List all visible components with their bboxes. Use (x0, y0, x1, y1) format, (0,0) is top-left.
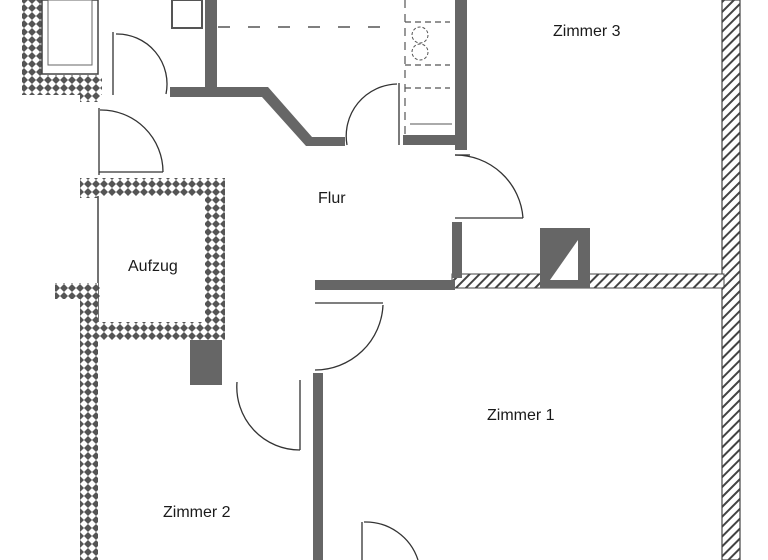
room-label-zimmer2: Zimmer 2 (163, 504, 231, 521)
door-kitchen (345, 83, 400, 146)
zimmer1-left-wall (313, 373, 323, 560)
kitchen-walls (170, 0, 467, 150)
bathroom-walls (22, 0, 102, 102)
door-bathroom (112, 32, 168, 95)
door-zimmer1 (314, 302, 384, 371)
room-label-aufzug: Aufzug (128, 258, 178, 275)
room-label-zimmer3: Zimmer 3 (553, 23, 621, 40)
door-lower-left (98, 108, 164, 175)
elevator-walls (55, 178, 225, 340)
wall-zimmer3-zimmer1 (315, 222, 725, 290)
door-bottom (361, 521, 419, 560)
door-zimmer3 (454, 154, 524, 219)
zimmer3-exterior-wall (721, 0, 741, 560)
door-zimmer2 (236, 380, 301, 451)
shaft (190, 340, 222, 385)
zimmer2-exterior-wall (80, 283, 98, 560)
room-label-zimmer1: Zimmer 1 (487, 407, 555, 424)
room-label-flur: Flur (318, 190, 346, 207)
